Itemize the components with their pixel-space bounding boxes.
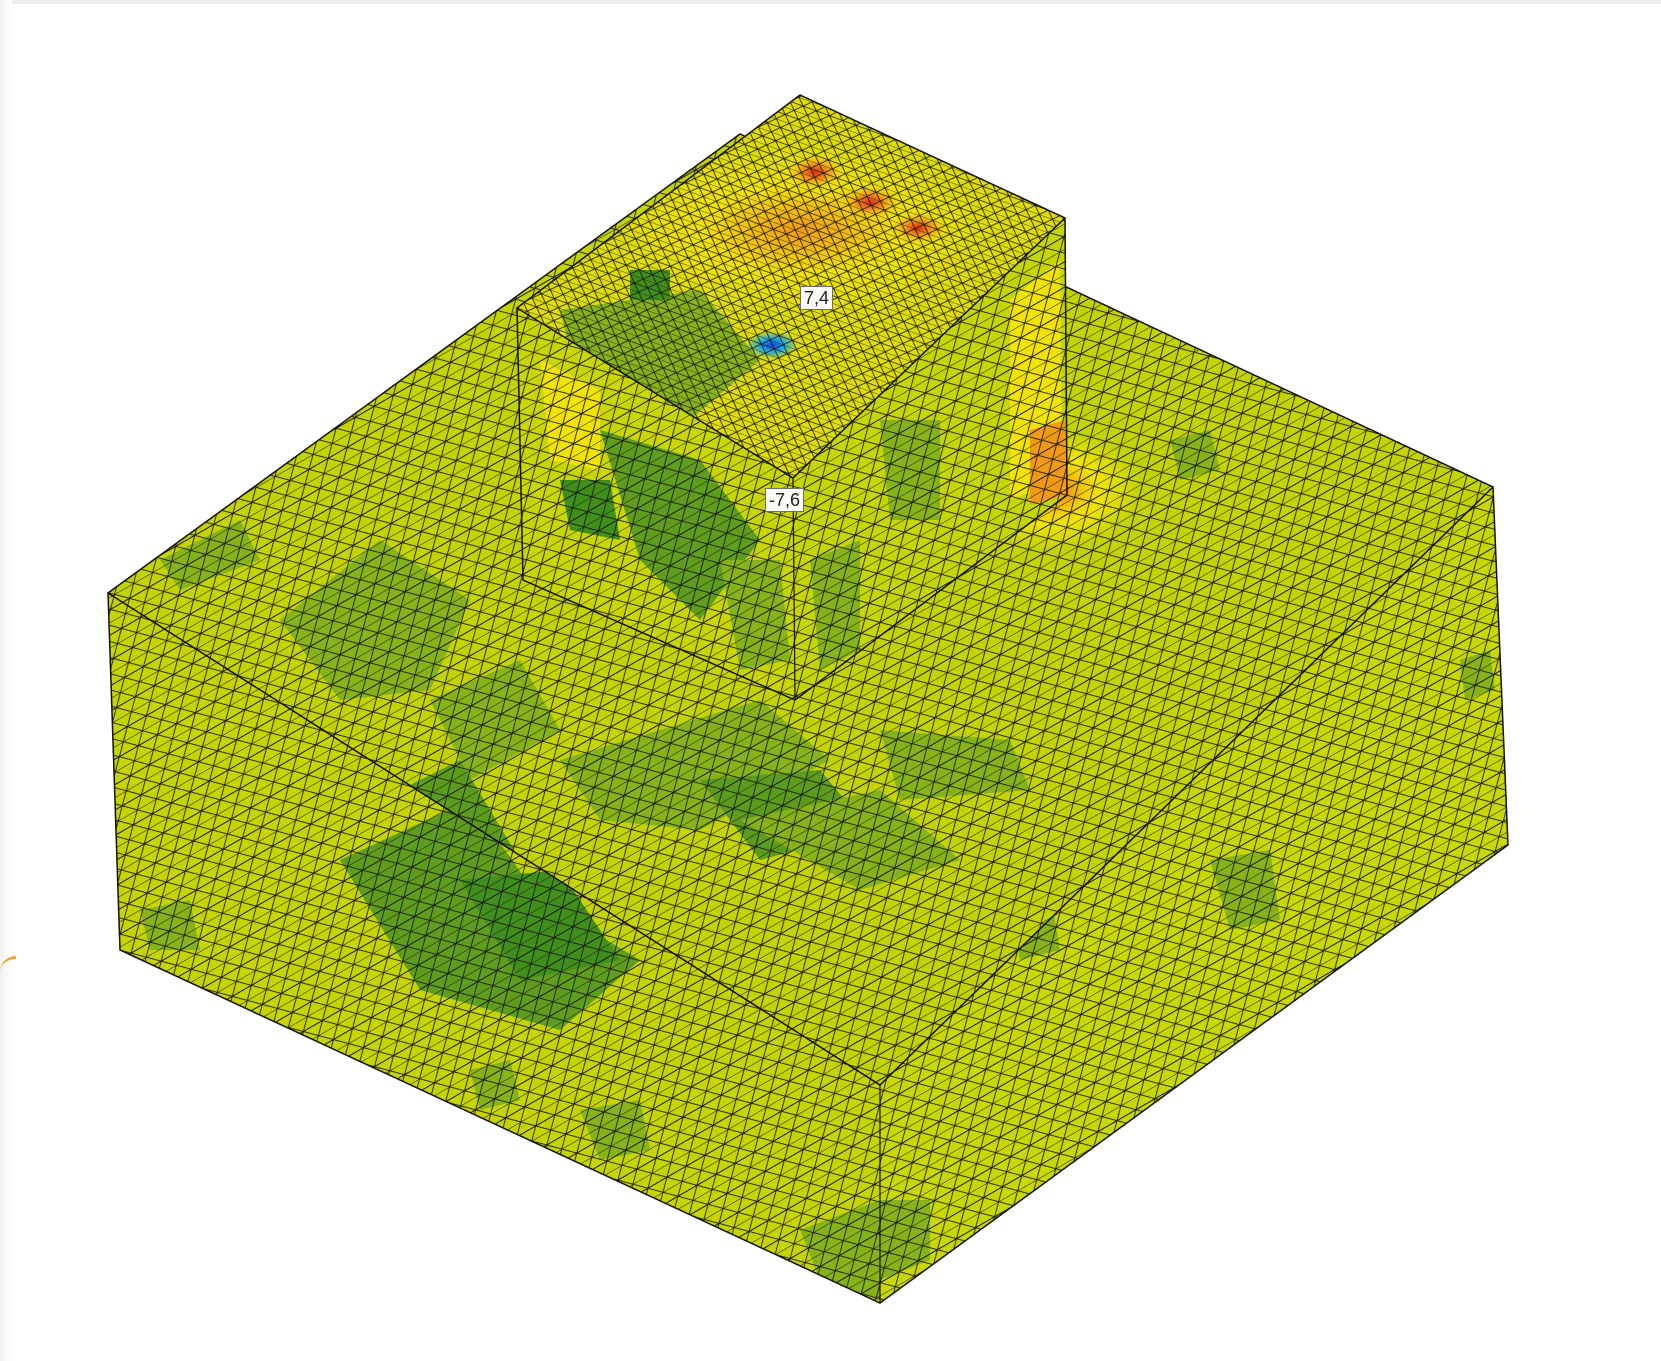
- side-accent-arc: [0, 956, 16, 973]
- upper-block: [515, 94, 1068, 701]
- upper-block-right-face: [793, 218, 1067, 700]
- min-value-label: -7,6: [765, 488, 805, 512]
- base-left-face: [108, 593, 880, 1303]
- viewport-top-border: [0, 0, 1661, 4]
- upper-block-top-face: [517, 95, 1065, 478]
- upper-block-left-face: [517, 308, 795, 700]
- max-value-label: 7,4: [800, 286, 834, 310]
- viewport-left-border: [0, 0, 12, 1361]
